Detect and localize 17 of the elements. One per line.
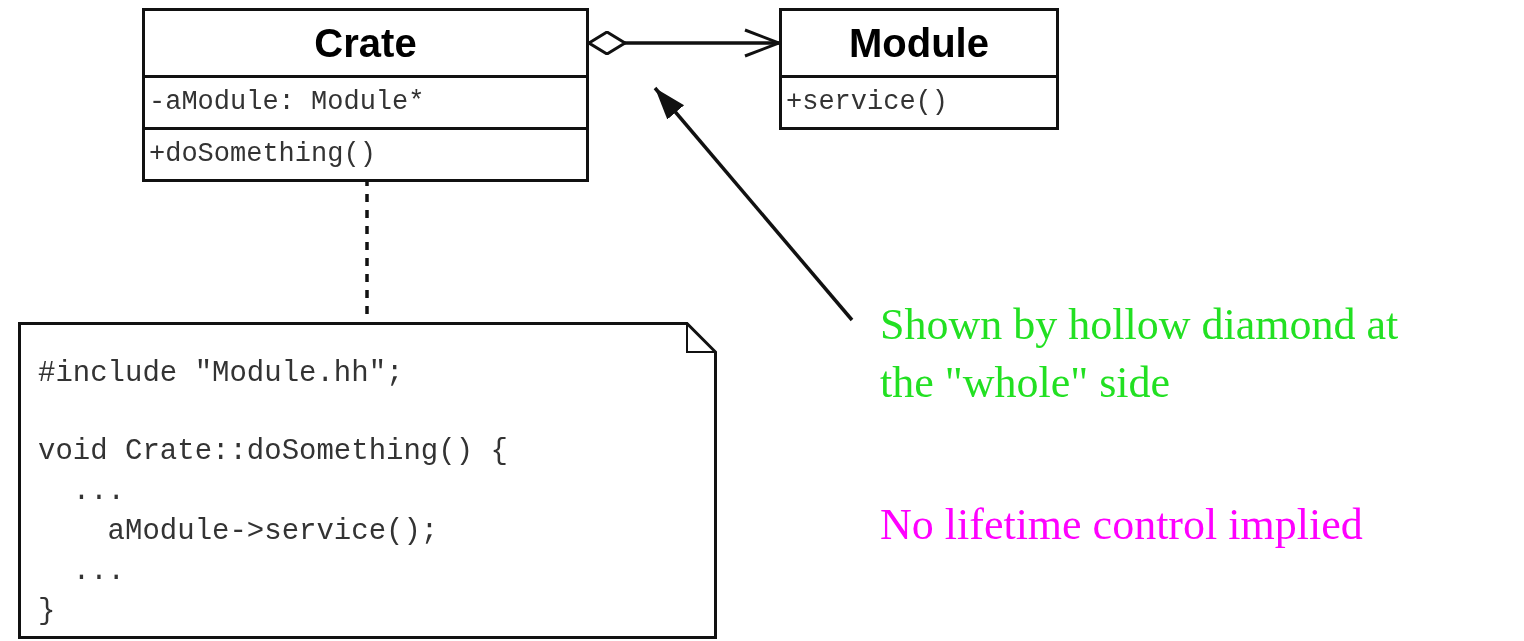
class-name: Crate	[145, 11, 586, 78]
annotation-text: Shown by hollow diamond at the "whole" side	[880, 296, 1420, 412]
class-box	[142, 8, 589, 182]
aggregation-arrow	[587, 28, 781, 58]
pointer-arrow	[653, 86, 854, 322]
code-line: void Crate::doSomething() {	[38, 434, 508, 470]
class-name: Module	[782, 11, 1056, 78]
code-line: ...	[71, 474, 125, 510]
class-member: +doSomething()	[148, 138, 377, 171]
class-member: -aModule: Module*	[145, 78, 586, 130]
code-line: aModule->service();	[106, 514, 439, 550]
class-member: +service()	[785, 86, 950, 119]
code-line: #include "Module.hh";	[38, 356, 404, 392]
code-line: }	[38, 594, 56, 630]
code-line: ...	[71, 554, 125, 590]
note-text: No lifetime control implied	[880, 499, 1363, 551]
class-box	[779, 8, 1059, 130]
